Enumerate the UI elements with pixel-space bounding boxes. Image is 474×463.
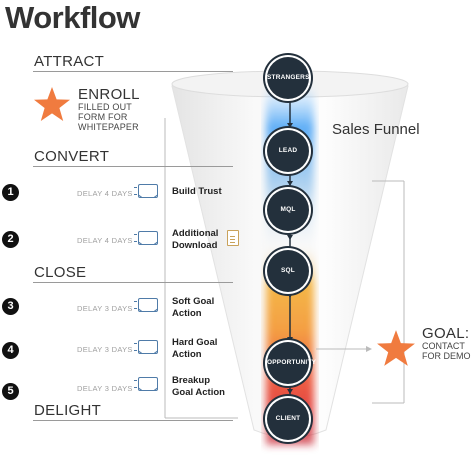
enroll-line: FILLED OUT <box>78 102 133 112</box>
envelope-icon <box>134 340 158 354</box>
step-label-line: Hard Goal <box>172 337 218 348</box>
stage-node-lead: LEAD <box>267 130 309 172</box>
step-label: Hard Goal Action <box>172 337 217 361</box>
section-attract: ATTRACT <box>34 53 105 70</box>
divider-close <box>33 282 233 283</box>
goal-line: CONTACT <box>422 341 465 351</box>
star-icon <box>377 330 415 366</box>
step-label: Additional Download <box>172 228 218 252</box>
document-icon <box>227 230 239 246</box>
step-label-line: Additional <box>172 228 219 239</box>
step-delay: DELAY 4 DAYS <box>77 189 133 198</box>
envelope-icon <box>134 231 158 245</box>
step-number: 4 <box>2 342 19 359</box>
step-delay: DELAY 3 DAYS <box>77 345 133 354</box>
stage-node-sql: SQL <box>267 250 309 292</box>
stage-node-opportunity: OPPORTUNITY <box>267 342 316 384</box>
enroll-title: ENROLL <box>78 86 140 103</box>
stage-node-mql: MQL <box>267 189 309 231</box>
step-number: 5 <box>2 383 19 400</box>
goal-description: CONTACT FOR DEMO <box>422 341 471 361</box>
section-delight: DELIGHT <box>34 402 102 419</box>
step-label: Breakup Goal Action <box>172 375 225 399</box>
step-number: 1 <box>2 184 19 201</box>
enroll-line: FORM FOR <box>78 112 128 122</box>
envelope-icon <box>134 184 158 198</box>
star-icon <box>34 87 70 121</box>
step-label-line: Goal Action <box>172 387 225 398</box>
step-number: 3 <box>2 298 19 315</box>
stage-node-client: CLIENT <box>267 398 309 440</box>
funnel-label: Sales Funnel <box>332 121 420 138</box>
step-label-line: Breakup <box>172 375 211 386</box>
page-title: Workflow <box>5 0 140 35</box>
step-delay: DELAY 3 DAYS <box>77 384 133 393</box>
divider-delight <box>33 420 233 421</box>
stage-node-strangers: STRANGERS <box>267 57 309 99</box>
goal-title: GOAL: <box>422 325 470 342</box>
divider-attract <box>33 71 233 72</box>
section-close: CLOSE <box>34 264 87 281</box>
step-label-line: Build Trust <box>172 186 222 197</box>
enroll-line: WHITEPAPER <box>78 122 139 132</box>
step-number: 2 <box>2 231 19 248</box>
step-label: Build Trust <box>172 186 222 198</box>
step-label-line: Action <box>172 349 202 360</box>
enroll-description: FILLED OUT FORM FOR WHITEPAPER <box>78 102 139 132</box>
step-label-line: Soft Goal <box>172 296 215 307</box>
envelope-icon <box>134 377 158 391</box>
goal-line: FOR DEMO <box>422 351 471 361</box>
step-delay: DELAY 4 DAYS <box>77 236 133 245</box>
step-label: Soft Goal Action <box>172 296 214 320</box>
step-delay: DELAY 3 DAYS <box>77 304 133 313</box>
divider-convert <box>33 166 233 167</box>
envelope-icon <box>134 298 158 312</box>
step-label-line: Download <box>172 240 218 251</box>
step-label-line: Action <box>172 308 202 319</box>
section-convert: CONVERT <box>34 148 110 165</box>
